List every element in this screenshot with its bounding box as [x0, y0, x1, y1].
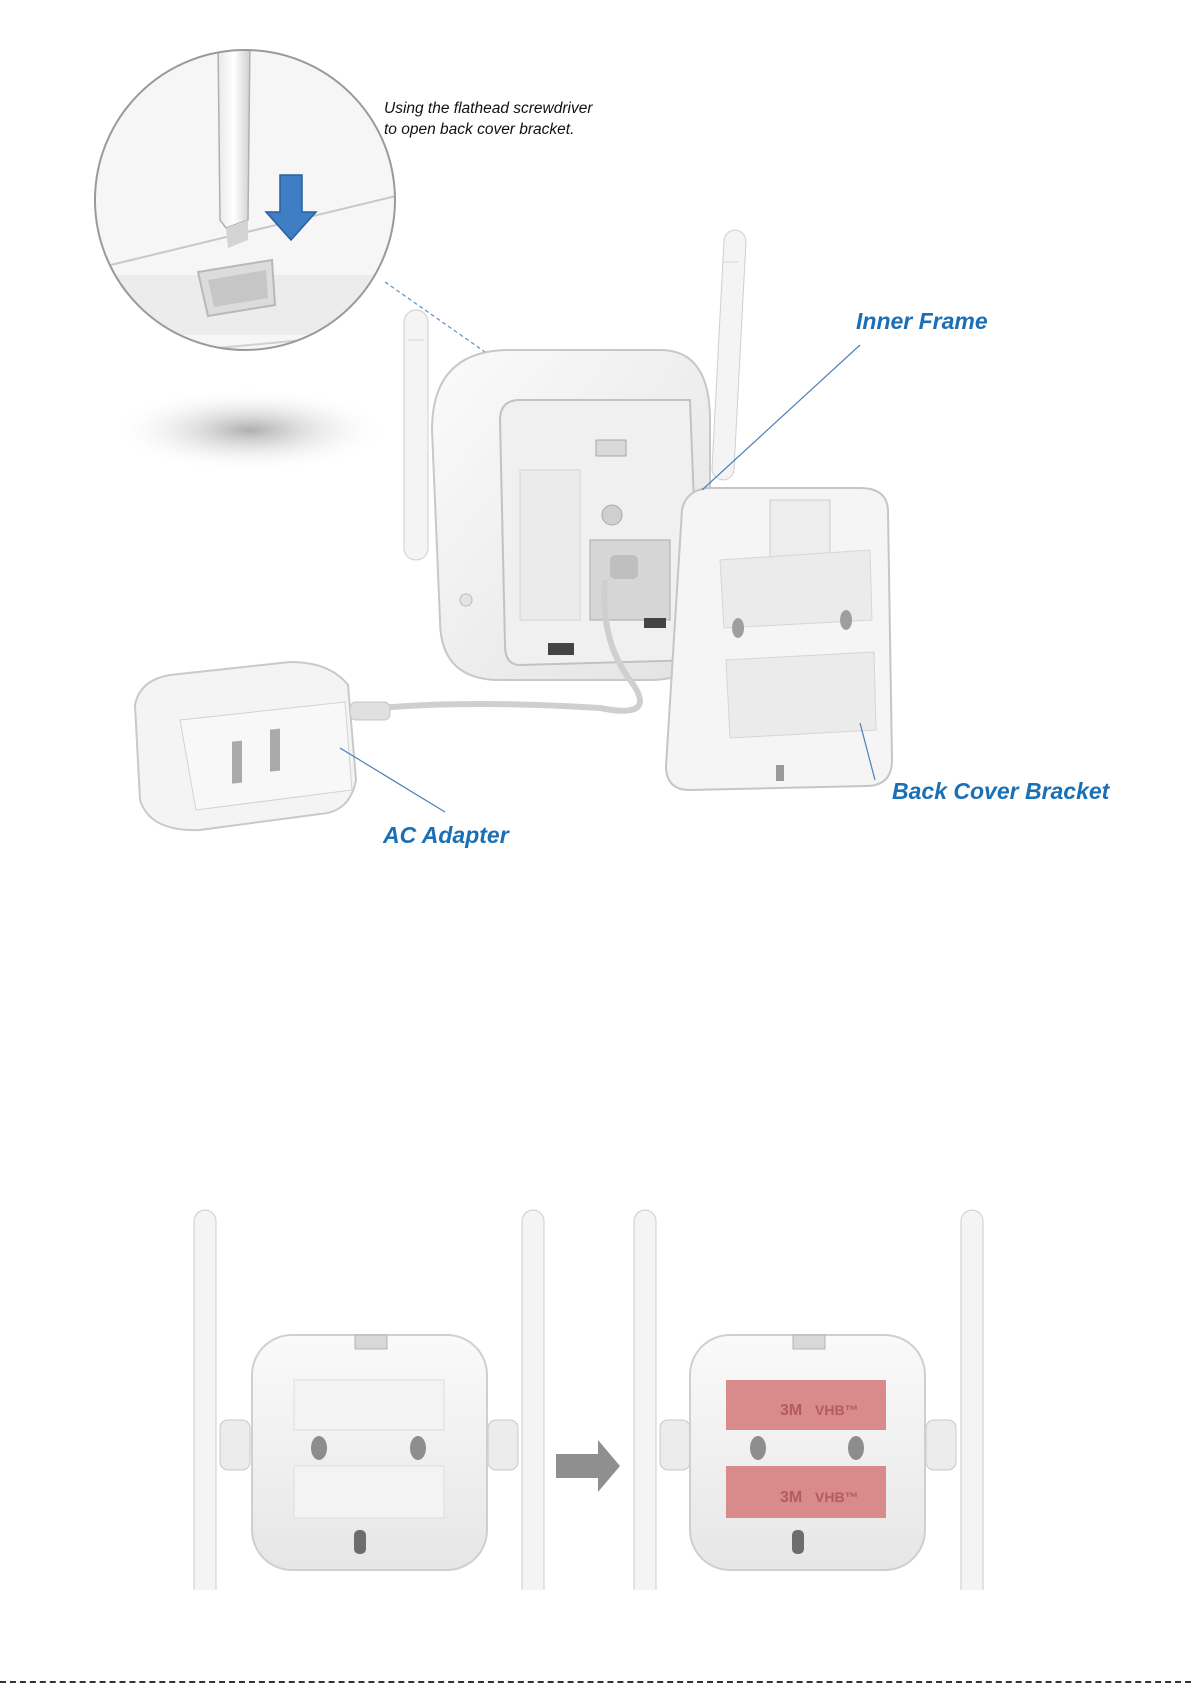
device-back-with-tape: 3M VHB™ 3M VHB™ — [634, 1210, 983, 1590]
tape-strip-top — [726, 1380, 886, 1430]
tape-application-illustration: 3M VHB™ 3M VHB™ — [0, 1190, 1191, 1590]
tape-brand-top-a: 3M — [780, 1402, 802, 1419]
page-bottom-rule — [0, 1681, 1191, 1683]
device-back-without-tape — [194, 1210, 544, 1590]
instruction-text: Using the flathead screwdriver to open b… — [384, 98, 684, 140]
label-inner-frame: Inner Frame — [856, 308, 988, 335]
back-cover-bracket-shape — [666, 488, 892, 790]
right-arrow-icon — [556, 1440, 620, 1492]
tape-brand-bottom-a: 3M — [780, 1489, 802, 1506]
label-ac-adapter: AC Adapter — [383, 822, 509, 849]
device-body — [432, 350, 710, 680]
instruction-line-2: to open back cover bracket. — [384, 119, 684, 140]
label-back-cover-bracket: Back Cover Bracket — [892, 778, 1109, 805]
top-slot — [596, 440, 626, 456]
tape-brand-top-b: VHB™ — [815, 1402, 859, 1418]
ac-adapter-shape — [135, 662, 390, 830]
right-antenna — [711, 230, 746, 481]
tape-strip-bottom — [726, 1466, 886, 1518]
tape-brand-bottom-b: VHB™ — [815, 1489, 859, 1505]
magnifier-detail — [90, 40, 410, 360]
screwdriver-icon — [218, 40, 250, 228]
magnifier-shadow — [110, 388, 390, 472]
instruction-line-1: Using the flathead screwdriver — [384, 98, 684, 119]
